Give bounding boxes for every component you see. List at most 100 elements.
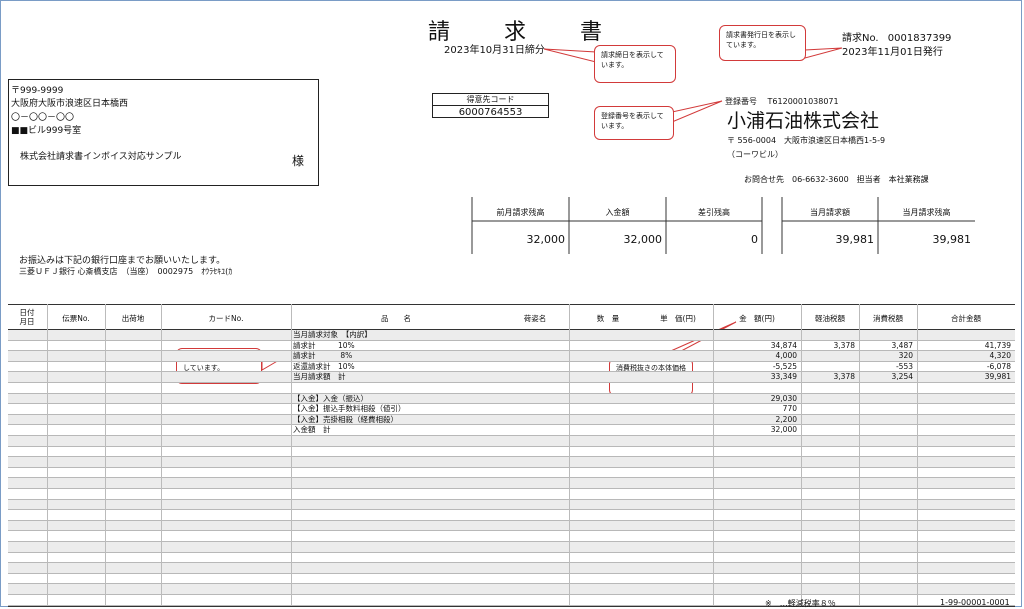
- column-divider: [713, 304, 714, 606]
- customer-code-box: 得意先コード 6000764553: [432, 93, 549, 118]
- recipient-address2: 〇－〇〇－〇〇: [11, 113, 75, 123]
- invoice-number: 請求No. 0001837399: [842, 29, 951, 44]
- bank-note: お振込みは下記の銀行口座までお願いいたします。: [19, 256, 226, 266]
- table-row: 返還請求計 10%-5,525-553-6,078: [8, 362, 1015, 373]
- header-total: 合計金額: [951, 314, 981, 323]
- column-divider: [801, 304, 802, 606]
- item-name-cell: 【入金】入金（振込）: [293, 393, 368, 403]
- table-row: 【入金】入金（振込） 29,030: [8, 393, 1015, 405]
- amount-cell: 33,349: [770, 372, 797, 382]
- amount-cell: 29,030: [770, 393, 797, 403]
- summary-header-current-balance: 当月請求残高: [902, 208, 951, 217]
- item-name-cell: 【入金】振込手数料相殺（値引）: [293, 404, 406, 414]
- summary-value-current-balance: 39,981: [932, 233, 972, 246]
- item-name-cell: 返還請求計 10%: [293, 361, 355, 371]
- summary-header-paid: 入金額: [605, 208, 630, 217]
- header-date: 日付 月日: [19, 308, 35, 326]
- table-row: [8, 436, 1015, 447]
- column-divider: [105, 304, 106, 606]
- total-cell: 41,739: [984, 340, 1011, 350]
- issuer-contact: お問合せ先 06-6632-3600 担当者 本社業務課: [744, 175, 929, 184]
- callout-issue-date: 請求書発行日を表示しています。: [719, 25, 806, 61]
- amount-cell: 34,874: [770, 340, 797, 350]
- table-row: [8, 499, 1015, 511]
- table-row: [8, 542, 1015, 553]
- column-divider: [859, 304, 860, 606]
- issuer-company: 小浦石油株式会社: [727, 110, 880, 132]
- footer-note: ※ …軽減税率８％: [765, 599, 836, 608]
- issuer-address: 〒 556-0004 大阪市浪速区日本橋西1-5-9: [727, 136, 886, 145]
- issue-date: 2023年11月01日発行: [842, 47, 943, 58]
- item-name-cell: 当月請求額 計: [293, 372, 346, 382]
- callout-closing-date: 請求締日を表示しています。: [594, 45, 676, 83]
- column-divider: [161, 304, 162, 606]
- table-row: [8, 457, 1015, 468]
- table-row: 当月請求対象 【内訳】: [8, 330, 1015, 341]
- recipient-honorific: 様: [292, 154, 305, 168]
- issuer-building: （コーワビル）: [727, 150, 783, 159]
- header-quantity: 数 量: [596, 314, 620, 323]
- table-row: [8, 478, 1015, 489]
- table-row: [8, 510, 1015, 521]
- table-bottom-border: [8, 605, 1015, 607]
- table-row: [8, 553, 1015, 564]
- summary-value-current: 39,981: [835, 233, 875, 246]
- registration: 登録番号 T6120001038071: [725, 96, 839, 107]
- summary-value-prev: 32,000: [526, 233, 566, 246]
- amount-cell: 32,000: [770, 425, 797, 435]
- table-row: [8, 531, 1015, 542]
- header-amount: 金 額(円): [739, 314, 775, 323]
- recipient-address1: 大阪府大阪市浪速区日本橋西: [11, 99, 129, 109]
- item-name-cell: 【入金】売掛相殺（経費相殺）: [293, 414, 398, 424]
- amount-cell: 770: [782, 404, 797, 414]
- consumption-tax-cell: 3,487: [891, 340, 913, 350]
- total-cell: -6,078: [986, 361, 1011, 371]
- customer-code-label: 得意先コード: [433, 94, 548, 106]
- table-row: [8, 489, 1015, 500]
- header-card-no: カードNo.: [208, 314, 244, 323]
- recipient-name: 株式会社請求書インボイス対応サンプル: [20, 152, 182, 162]
- column-divider: [569, 304, 570, 606]
- registration-label: 登録番号: [725, 97, 757, 106]
- header-unit-price: 単 価(円): [660, 314, 696, 323]
- table-header: 日付 月日 伝票No. 出荷地 カードNo. 品 名 荷姿名 数 量 単 価(円…: [8, 304, 1015, 330]
- header-slip-no: 伝票No.: [62, 314, 90, 323]
- consumption-tax-cell: 320: [898, 351, 913, 361]
- header-package: 荷姿名: [523, 314, 547, 323]
- column-divider: [47, 304, 48, 606]
- item-name-cell: 請求計 8%: [293, 351, 353, 361]
- summary-value-paid: 32,000: [623, 233, 663, 246]
- recipient-box: 〒999-9999 大阪府大阪市浪速区日本橋西 〇－〇〇－〇〇 ■■ビル999号…: [8, 79, 319, 186]
- column-divider: [917, 304, 918, 606]
- summary-header-balance: 差引残高: [698, 208, 730, 217]
- table-row: 【入金】売掛相殺（経費相殺）2,200: [8, 414, 1015, 426]
- table-row: [8, 468, 1015, 479]
- diesel-tax-cell: 3,378: [833, 372, 855, 382]
- invoice-number-value: 0001837399: [887, 33, 952, 44]
- table-row: [8, 574, 1015, 585]
- summary-value-balance: 0: [751, 233, 758, 246]
- total-cell: 4,320: [989, 351, 1011, 361]
- closing-date: 2023年10月31日締分: [444, 45, 545, 56]
- table-row: [8, 584, 1015, 595]
- item-name-cell: 当月請求対象 【内訳】: [293, 330, 372, 339]
- table-row: [8, 383, 1015, 394]
- table-row: [8, 520, 1015, 532]
- consumption-tax-cell: -553: [895, 361, 913, 371]
- callout-registration: 登録番号を表示しています。: [594, 106, 674, 140]
- table-row: 【入金】振込手数料相殺（値引） 770: [8, 404, 1015, 415]
- customer-code-value: 6000764553: [458, 107, 523, 118]
- header-consumption-tax: 消費税額: [873, 314, 903, 323]
- recipient-address3: ■■ビル999号室: [11, 126, 82, 136]
- consumption-tax-cell: 3,254: [891, 372, 913, 382]
- item-name-cell: 請求計 10%: [293, 340, 355, 350]
- amount-cell: 4,000: [775, 351, 797, 361]
- footer-page: 1-99-00001-0001: [940, 598, 1010, 607]
- summary-header-current: 当月請求額: [810, 208, 850, 217]
- bank-account: 三菱ＵＦＪ銀行 心斎橋支店 （当座） 0002975 ｵｳﾗｾｷﾕ(ｶ: [19, 267, 233, 276]
- recipient-postal: 〒999-9999: [11, 86, 64, 96]
